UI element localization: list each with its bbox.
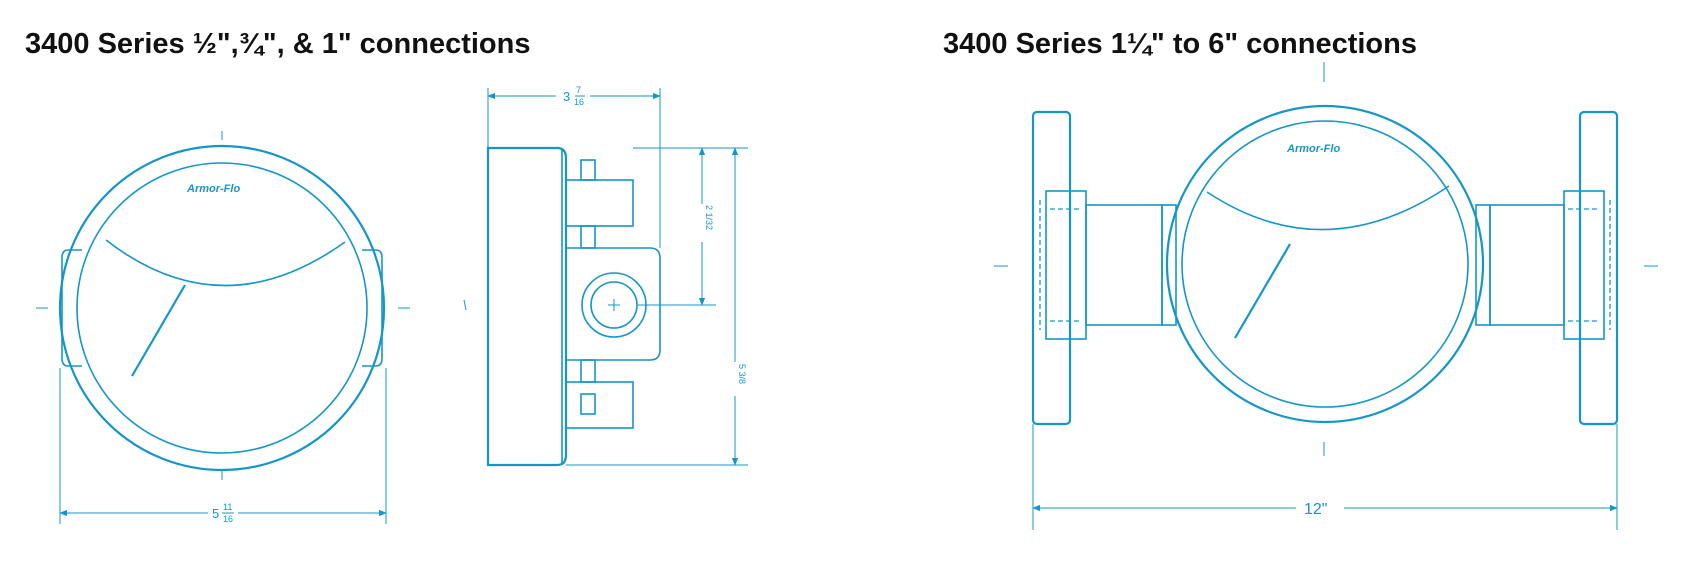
left-pipe-collar	[1161, 204, 1177, 326]
inner-ring	[76, 162, 368, 454]
large-inner-ring	[1181, 120, 1469, 408]
gauge-front-view-large: Armor-Flo 12"	[994, 62, 1658, 530]
connection-block	[565, 247, 661, 361]
lower-bolt	[580, 393, 596, 415]
title-small-connections: 3400 Series ½",¾", & 1" connections	[25, 28, 531, 60]
needle	[131, 284, 186, 377]
large-outer-ring	[1165, 104, 1485, 424]
lower-bracket	[565, 381, 634, 429]
gauge-side-view: 3 7 16 2 1/32 5 3/8	[463, 85, 748, 467]
left-flange	[1031, 110, 1072, 426]
large-needle	[1234, 243, 1291, 339]
width-numerator: 11	[223, 502, 232, 512]
brand-label: Armor-Flo	[186, 183, 240, 195]
left-hex-fitting	[1045, 190, 1087, 340]
dial-arc	[105, 239, 346, 287]
right-hex-fitting	[1563, 190, 1605, 340]
right-pipe	[1489, 204, 1565, 326]
left-lug	[61, 249, 82, 367]
port-inner	[590, 281, 638, 329]
large-brand-label: Armor-Flo	[1286, 143, 1340, 155]
length-label: 12"	[1304, 501, 1327, 518]
right-lug	[362, 249, 383, 367]
left-pipe	[1085, 204, 1163, 326]
depth-numerator: 7	[576, 85, 581, 95]
depth-denominator: 16	[574, 97, 584, 107]
height-label: 5 3/8	[737, 364, 747, 384]
upper-stub	[580, 225, 596, 249]
title-large-connections: 3400 Series 1¼" to 6" connections	[943, 28, 1417, 60]
gauge-front-view-small: Armor-Flo 5 11 16	[36, 131, 410, 524]
lower-stub	[580, 359, 596, 383]
offset-label: 2 1/32	[704, 205, 714, 230]
upper-bolt	[580, 159, 596, 181]
right-flange	[1578, 110, 1619, 426]
width-denominator: 16	[223, 514, 233, 524]
side-body	[486, 146, 568, 467]
upper-bracket	[565, 179, 634, 227]
width-whole: 5	[212, 506, 219, 521]
large-dial-arc	[1206, 185, 1450, 231]
depth-whole: 3	[563, 89, 570, 104]
